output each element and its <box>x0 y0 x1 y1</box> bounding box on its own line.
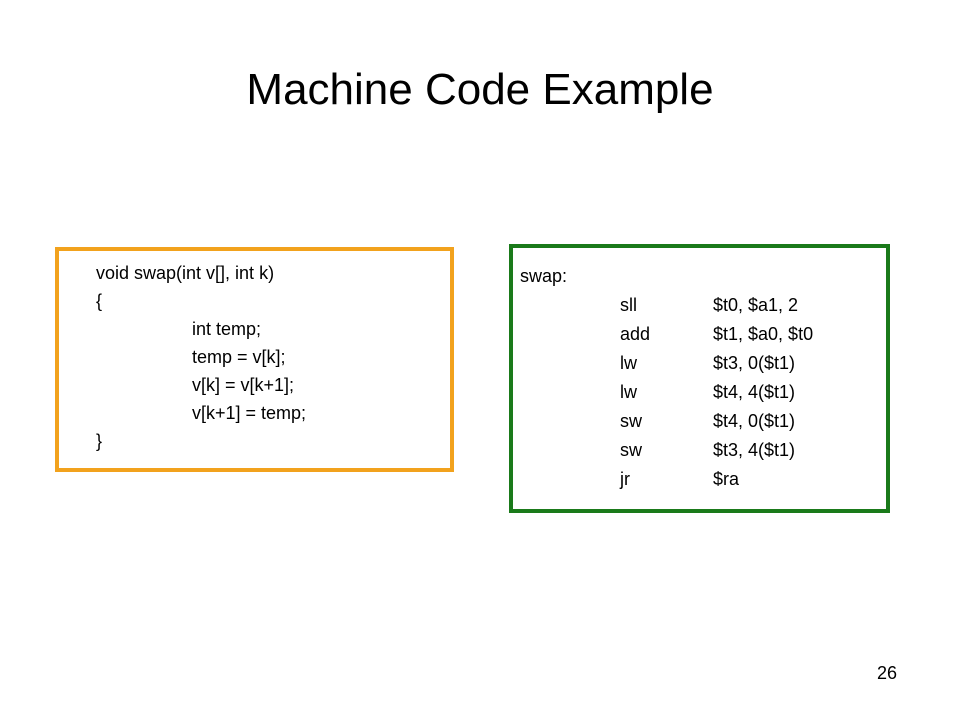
asm-operands: $t1, $a0, $t0 <box>713 324 814 344</box>
asm-opcode: add <box>620 324 651 344</box>
c-code-line: { <box>96 291 103 311</box>
c-code-line: } <box>96 431 103 451</box>
c-code-line: void swap(int v[], int k) <box>96 263 275 283</box>
assembly-code-box: swap: sll $t0, $a1, 2 add $t1, $a0, $t0 … <box>509 244 890 513</box>
asm-opcode: sll <box>620 295 637 315</box>
c-code-line: int temp; <box>192 319 262 339</box>
asm-opcode: sw <box>620 411 642 431</box>
page-number: 26 <box>876 663 897 683</box>
asm-operands: $ra <box>713 469 740 489</box>
slide-title: Machine Code Example <box>246 65 714 114</box>
asm-operands: $t4, 4($t1) <box>713 382 796 402</box>
c-code-line: v[k] = v[k+1]; <box>192 375 295 395</box>
asm-label: swap: <box>520 266 568 286</box>
c-code-line: v[k+1] = temp; <box>192 403 307 423</box>
asm-opcode: jr <box>620 469 630 489</box>
c-code-box: void swap(int v[], int k) { int temp; te… <box>55 247 454 472</box>
c-code-line: temp = v[k]; <box>192 347 286 367</box>
asm-operands: $t3, 4($t1) <box>713 440 796 460</box>
asm-opcode: lw <box>620 353 637 373</box>
asm-operands: $t4, 0($t1) <box>713 411 796 431</box>
asm-opcode: lw <box>620 382 637 402</box>
asm-operands: $t3, 0($t1) <box>713 353 796 373</box>
asm-operands: $t0, $a1, 2 <box>713 295 799 315</box>
asm-opcode: sw <box>620 440 642 460</box>
